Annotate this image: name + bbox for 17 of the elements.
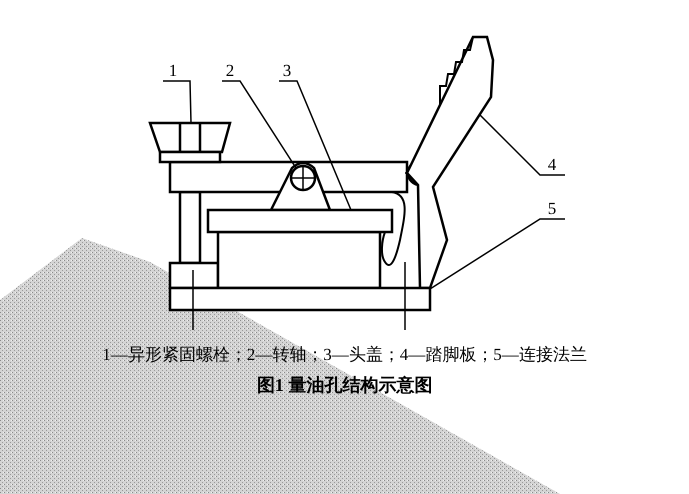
figure-caption: 图1 量油孔结构示意图 <box>256 374 434 397</box>
callout-number: 2 <box>223 62 237 80</box>
callout-number: 5 <box>545 200 559 218</box>
callout-number: 1 <box>166 62 180 80</box>
callout-number: 4 <box>545 156 559 174</box>
hinge-pin <box>290 164 316 192</box>
leader-line <box>430 218 565 290</box>
leader-line <box>163 80 192 124</box>
flange-plate <box>168 286 432 312</box>
leader-line <box>479 114 565 176</box>
callout-number: 3 <box>280 62 294 80</box>
bolt-drawing <box>148 122 232 164</box>
leader-line <box>279 80 352 210</box>
cover-plate <box>206 208 394 234</box>
pedal-drawing <box>406 36 494 290</box>
parts-key: 1—异形紧固螺栓；2—转轴；3—头盖；4—踏脚板；5—连接法兰 <box>0 343 689 366</box>
leader-line <box>222 80 297 168</box>
